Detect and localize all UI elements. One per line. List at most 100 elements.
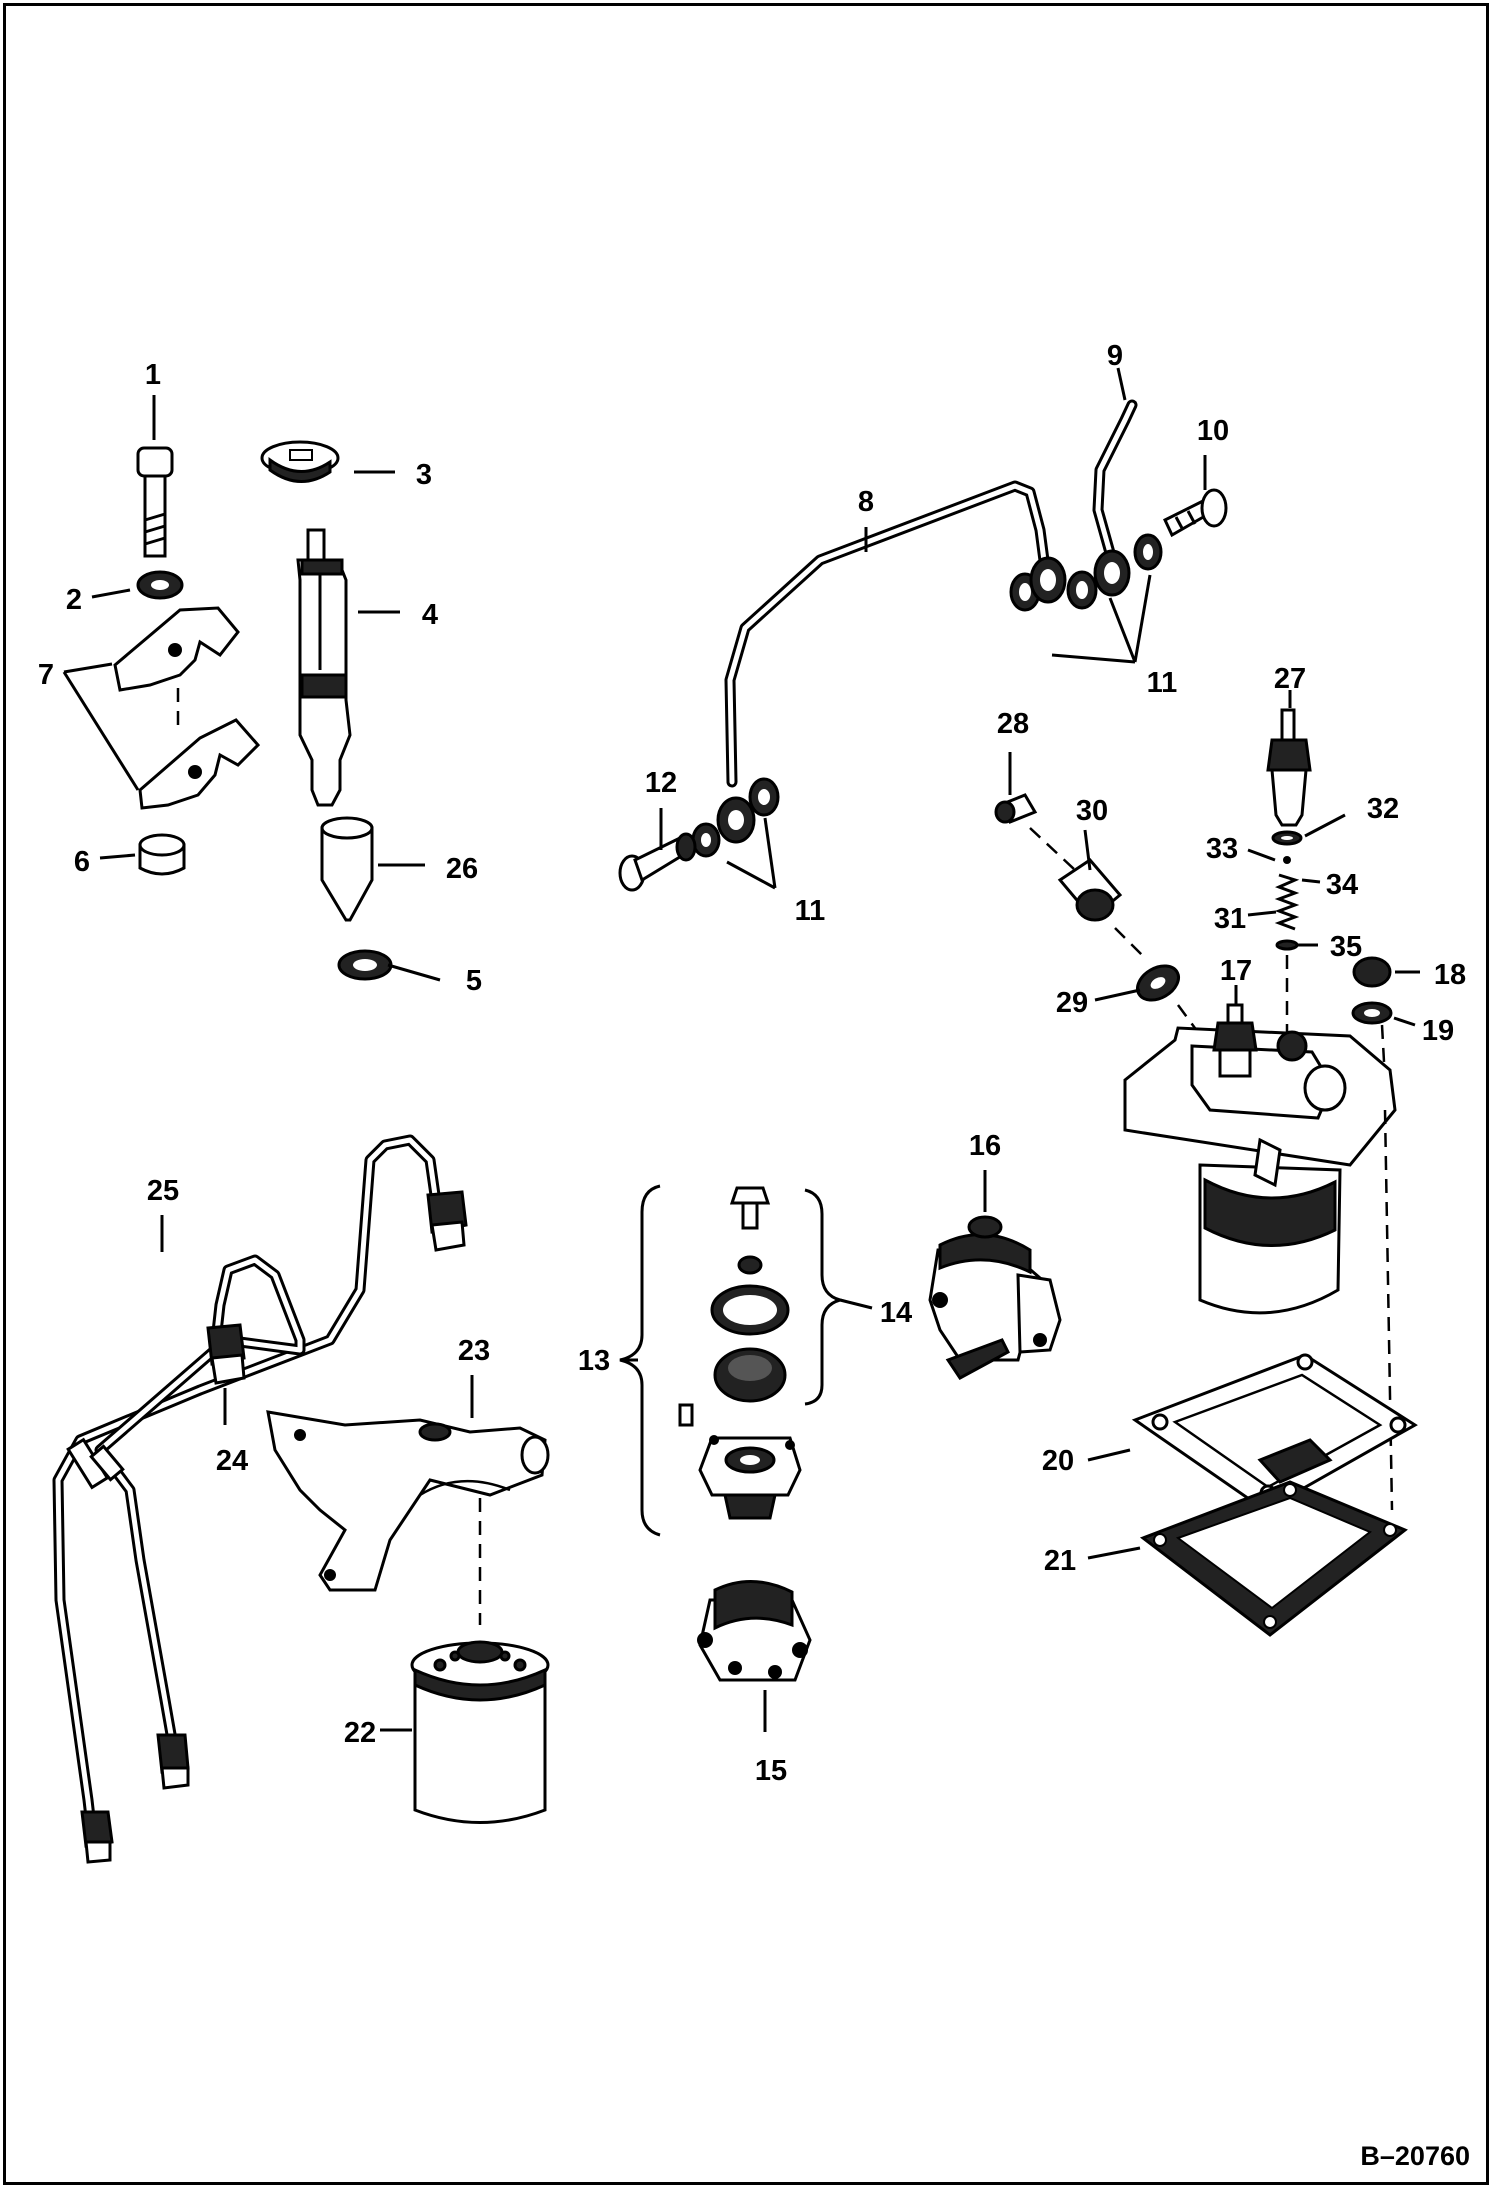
dash-pump-21 [1383,1109,1394,1511]
callout-3: 3 [416,459,432,491]
part-9-pipe [1092,399,1138,566]
drawing-reference: B–20760 [1360,2141,1470,2171]
part-10-banjo-bolt [1163,488,1228,538]
diagram-frame [3,3,1489,2185]
callout-28: 28 [997,708,1029,740]
leader-19 [1393,1016,1416,1027]
part-1-bolt [136,446,174,558]
callout-15: 15 [755,1755,787,1787]
leader-11b-1 [726,860,776,890]
part-23-filter-bracket [266,1410,550,1592]
part-22-filter [410,1640,550,1824]
leader-20 [1087,1448,1131,1462]
leader-29 [1094,988,1141,1002]
pump-internals [678,1186,802,1520]
callout-22: 22 [344,1717,376,1749]
dash-28-30 [1029,827,1076,871]
callout-12: 12 [645,767,677,799]
leader-6 [99,853,136,860]
pump-body [1123,1026,1397,1315]
callout-19: 19 [1422,1015,1454,1047]
part-2-washer [136,570,184,600]
leader-31 [1247,910,1277,917]
part-27-delivery-valve [1266,708,1312,827]
leader-33 [1247,848,1276,862]
callout-30: 30 [1076,795,1108,827]
callout-1: 1 [145,359,161,391]
bracket-14 [804,1188,846,1406]
callout-31: 31 [1214,903,1246,935]
part-26-nozzle-cap [320,816,374,922]
part-12-banjo-bolt [618,832,697,892]
leader-11a-1 [1051,653,1136,664]
part-20-gasket [1131,1353,1418,1512]
callout-27: 27 [1274,663,1306,695]
leader-9 [1116,367,1127,401]
callout-23: 23 [458,1335,490,1367]
leader-11a-2 [1108,597,1137,663]
pipe-nuts [80,1190,468,1864]
dash-30-29 [1114,927,1146,959]
leader-32 [1304,813,1346,838]
part-5-washer [337,949,393,981]
callout-13: 13 [578,1345,610,1377]
part-8-pipe [724,480,1051,788]
part-25-injection-pipes [52,1134,446,1841]
leader-30 [1083,829,1092,871]
callout-20: 20 [1042,1445,1074,1477]
part-35-washer [1275,939,1299,951]
callout-6: 6 [74,846,90,878]
callout-18: 18 [1434,959,1466,991]
callout-17: 17 [1220,955,1252,987]
part-19-washer [1351,1001,1393,1025]
part-30-banjo [1057,858,1123,922]
leader-11a-3 [1133,574,1152,663]
part-11-washers-top [1009,533,1163,612]
callout-16: 16 [969,1130,1001,1162]
callout-14: 14 [880,1297,912,1329]
part-6-cap [138,833,186,876]
leader-21 [1087,1546,1141,1560]
leader-5 [387,963,441,982]
callout-11-left: 11 [795,895,826,927]
leader-11b-2 [763,817,777,889]
part-18-nut [1352,956,1392,988]
callout-25: 25 [147,1175,179,1207]
part-11-washers-left [691,777,780,858]
callout-33: 33 [1206,833,1238,865]
callout-9: 9 [1107,340,1123,372]
part-15-pump-cover [697,1580,812,1682]
callout-34: 34 [1326,869,1358,901]
part-4-injector [296,528,352,807]
callout-32: 32 [1367,793,1399,825]
part-3-seal [260,440,340,483]
callout-11-top: 11 [1147,667,1178,699]
callout-24: 24 [216,1445,248,1477]
leader-34 [1301,878,1321,884]
callout-26: 26 [446,853,478,885]
callout-2: 2 [66,584,82,616]
part-21-gasket [1139,1480,1408,1637]
part-17-fitting [1212,1003,1258,1078]
part-28-bolt [994,793,1038,824]
callout-8: 8 [858,486,874,518]
callout-7: 7 [38,659,54,691]
part-7-clamp-upper [113,606,240,692]
part-29-washer [1136,964,1180,1002]
callout-5: 5 [466,965,482,997]
part-7-clamp-lower [138,718,261,810]
callout-4: 4 [422,599,438,631]
callout-35: 35 [1330,931,1362,963]
part-31-spring [1274,856,1300,931]
part-32-washer [1271,830,1303,846]
part-16-feed-pump [928,1215,1062,1380]
leader-2 [91,588,131,599]
callout-10: 10 [1197,415,1229,447]
leader-14 [839,1298,873,1310]
callout-21: 21 [1044,1545,1076,1577]
leader-7b [62,671,140,791]
callout-29: 29 [1056,987,1088,1019]
dash-19-pump [1380,1024,1387,1081]
leader-7a [63,662,113,674]
